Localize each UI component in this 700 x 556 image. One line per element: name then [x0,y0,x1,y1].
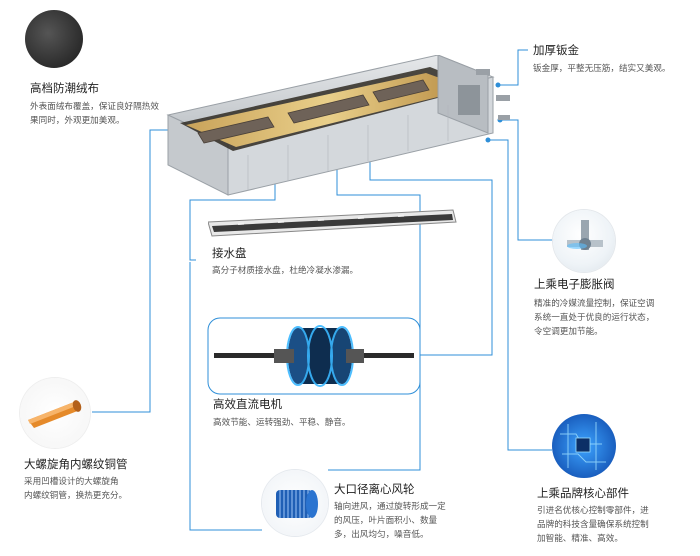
centrifugal-fan-desc-line: 多，出风均匀，噪音低。 [334,530,429,540]
filter-cloth-desc-line: 果同时，外观更加美观。 [30,116,125,126]
copper-tube-desc-line: 采用凹槽设计的大螺旋角 [24,477,119,487]
copper-tube-feature: 大螺旋角内螺纹铜管 采用凹槽设计的大螺旋角 内螺纹铜管，换热更充分。 [24,456,174,503]
drain-pan-image [208,209,457,237]
ducted-ac-unit-image [166,55,510,196]
centrifugal-fan-thumbnail [262,470,328,536]
expansion-valve-desc-line: 令空调更加节能。 [534,327,603,337]
sheet-metal-feature: 加厚钣金 钣金厚，平整无压筋，结实又美观。 [533,42,693,76]
centrifugal-fan-desc-line: 的风压，叶片面积小、数量 [334,516,438,526]
copper-tube-title: 大螺旋角内螺纹铜管 [24,457,128,471]
expansion-valve-thumbnail [553,210,615,272]
core-parts-thumbnail [552,414,616,478]
filter-cloth-feature: 高档防潮绒布 外表面绒布覆盖，保证良好隔热效 果同时，外观更加美观。 [30,80,180,128]
filter-cloth-title: 高档防潮绒布 [30,81,99,95]
centrifugal-fan-desc-line: 轴向进风，通过旋转形成一定 [334,502,446,512]
core-parts-title: 上乘品牌核心部件 [537,486,629,500]
core-parts-desc-line: 加智能、精准、高效。 [537,534,623,544]
dc-motor-title: 高效直流电机 [213,397,282,411]
drain-pan-desc-line: 高分子材质接水盘，杜绝冷凝水渗漏。 [212,266,359,276]
filter-cloth-desc-line: 外表面绒布覆盖，保证良好隔热效 [30,102,159,112]
dc-motor-image [214,325,414,387]
expansion-valve-desc-line: 系统一直处于优良的运行状态， [534,313,655,323]
expansion-valve-title: 上乘电子膨胀阀 [534,277,615,291]
core-parts-feature: 上乘品牌核心部件 引进名优核心控制零部件，进 品牌的科技含量确保系统控制 加智能… [537,485,697,546]
dc-motor-feature: 高效直流电机 高效节能、运转强劲、平稳、静音。 [213,396,393,430]
filter-cloth-thumbnail [25,10,83,68]
core-parts-desc-line: 品牌的科技含量确保系统控制 [537,520,649,530]
centrifugal-fan-feature: 大口径离心风轮 轴向进风，通过旋转形成一定 的风压，叶片面积小、数量 多，出风均… [334,481,474,542]
dc-motor-desc-line: 高效节能、运转强劲、平稳、静音。 [213,418,351,428]
centrifugal-fan-title: 大口径离心风轮 [334,482,415,496]
drain-pan-title: 接水盘 [212,246,247,260]
expansion-valve-desc-line: 精准的冷媒流量控制，保证空调 [534,299,655,309]
copper-tube-thumbnail [20,378,90,448]
drain-pan-feature: 接水盘 高分子材质接水盘，杜绝冷凝水渗漏。 [212,245,392,278]
sheet-metal-title: 加厚钣金 [533,43,579,57]
copper-tube-desc-line: 内螺纹铜管，换热更充分。 [24,491,128,501]
expansion-valve-feature: 上乘电子膨胀阀 精准的冷媒流量控制，保证空调 系统一直处于优良的运行状态， 令空… [534,276,694,339]
core-parts-desc-line: 引进名优核心控制零部件，进 [537,506,649,516]
sheet-metal-desc-line: 钣金厚，平整无压筋，结实又美观。 [533,64,671,74]
